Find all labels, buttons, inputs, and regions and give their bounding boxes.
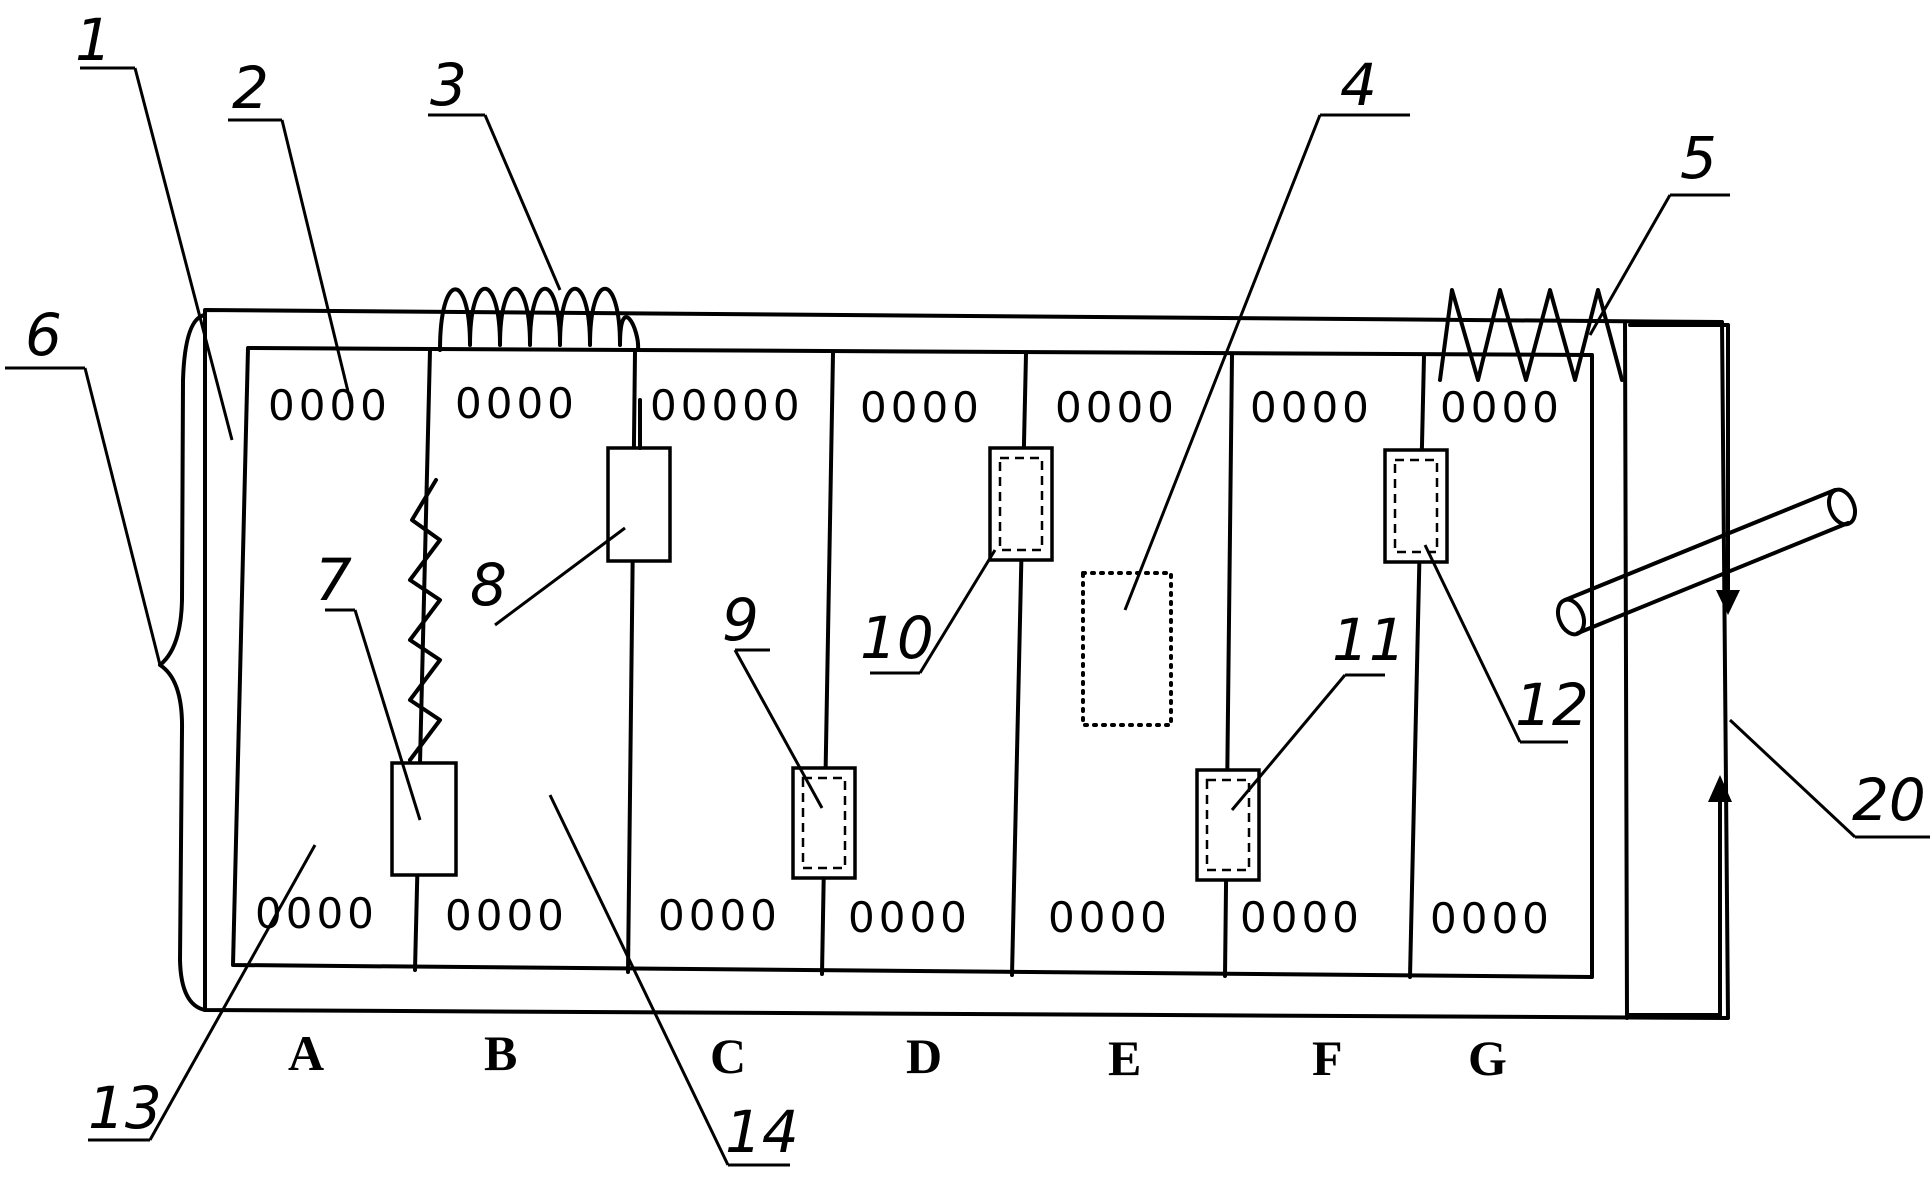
callout-20: 20	[1852, 766, 1926, 834]
holes-top-e: 0000	[1055, 383, 1178, 432]
outer-housing	[203, 308, 1730, 1020]
callout-1: 1	[75, 6, 112, 74]
hole-marks-top: 0000 0000 00000 0000 0000 0000 0000	[268, 379, 1563, 432]
callout-8: 8	[470, 551, 507, 619]
dotted-area-4	[1081, 571, 1173, 727]
right-coil	[1438, 288, 1624, 382]
column-label-f: F	[1312, 1030, 1343, 1086]
holes-bottom-c: 0000	[658, 891, 781, 940]
holes-top-f: 0000	[1250, 383, 1373, 432]
callout-3: 3	[430, 51, 467, 119]
holes-bottom-e: 0000	[1048, 893, 1171, 942]
divider-bc	[626, 350, 637, 974]
holes-top-b: 0000	[455, 379, 578, 428]
callout-numbers: 1 2 3 4 5 6 7 8 9 10 11 12 13 14 20	[25, 6, 1926, 1166]
connector-boxes	[390, 398, 1449, 882]
callout-11: 11	[1332, 606, 1406, 674]
callout-6: 6	[25, 301, 62, 369]
callout-5: 5	[1680, 124, 1717, 192]
column-label-d: D	[906, 1028, 942, 1084]
connector-7	[390, 761, 458, 877]
column-label-g: G	[1468, 1030, 1507, 1086]
callout-10: 10	[860, 604, 934, 672]
holes-top-a: 0000	[268, 381, 391, 430]
callout-7: 7	[315, 546, 352, 614]
pipe	[1555, 487, 1858, 637]
left-bracket	[158, 313, 207, 1012]
holes-bottom-b: 0000	[445, 891, 568, 940]
holes-bottom-a: 0000	[255, 889, 378, 938]
holes-top-c: 00000	[650, 381, 804, 430]
holes-top-g: 0000	[1440, 383, 1563, 432]
divider-cd	[820, 351, 835, 976]
holes-bottom-d: 0000	[848, 893, 971, 942]
column-label-b: B	[484, 1025, 517, 1081]
holes-top-d: 0000	[860, 383, 983, 432]
holes-bottom-f: 0000	[1240, 893, 1363, 942]
connector-8	[606, 446, 672, 563]
callout-9: 9	[722, 586, 759, 654]
divider-ab	[413, 348, 432, 972]
callout-4: 4	[1340, 51, 1377, 119]
column-labels: A B C D E F G	[288, 1025, 1507, 1086]
leader-lines	[5, 66, 1930, 1167]
column-label-a: A	[288, 1025, 324, 1081]
zigzag-spring	[408, 478, 442, 762]
column-label-e: E	[1108, 1030, 1141, 1086]
callout-12: 12	[1515, 671, 1589, 739]
divider-ef	[1223, 353, 1234, 978]
top-coil	[438, 286, 641, 352]
hole-marks-bottom: 0000 0000 0000 0000 0000 0000 0000	[255, 889, 1553, 943]
holes-bottom-g: 0000	[1430, 894, 1553, 943]
flow-arrows	[1625, 323, 1740, 1017]
callout-2: 2	[232, 54, 269, 122]
callout-14: 14	[725, 1098, 799, 1166]
callout-13: 13	[88, 1074, 162, 1142]
column-label-c: C	[710, 1028, 746, 1084]
